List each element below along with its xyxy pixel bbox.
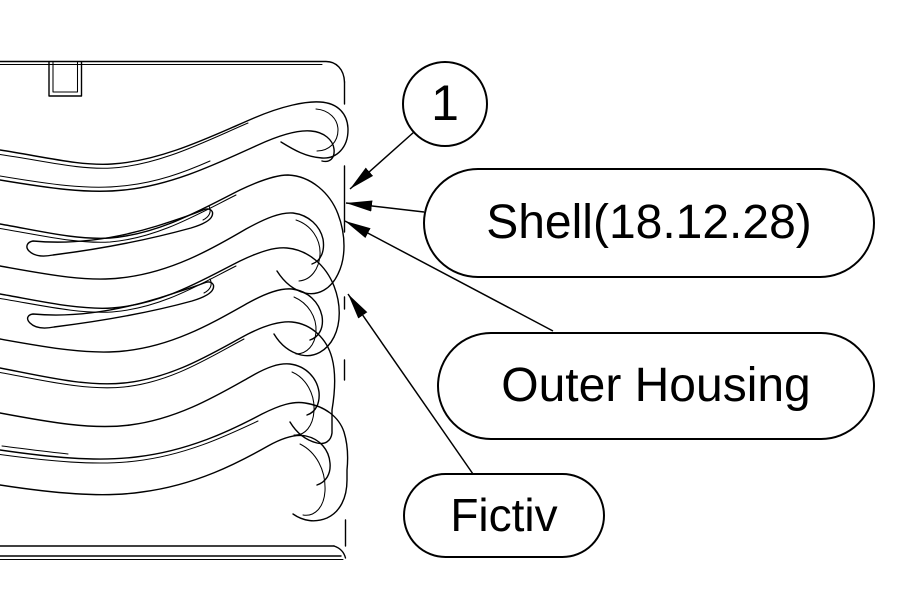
leader-line-fictiv: [347, 293, 474, 475]
leader-line-balloon: [349, 131, 415, 190]
leader-line-outer-housing: [344, 220, 554, 332]
part-base: [0, 545, 347, 561]
callout-shell-text: Shell(18.12.28): [486, 195, 812, 249]
callout-label-shell: Shell(18.12.28): [423, 168, 875, 278]
leader-lines: [344, 131, 554, 475]
balloon-item-number: 1: [402, 61, 488, 147]
part-notch: [48, 61, 83, 97]
callout-fictiv-text: Fictiv: [450, 488, 558, 541]
part-outline: [0, 60, 347, 547]
part-ribs: [0, 101, 349, 522]
callout-outer-housing-text: Outer Housing: [501, 358, 811, 412]
callout-label-fictiv: Fictiv: [403, 473, 605, 558]
balloon-number-text: 1: [431, 75, 459, 131]
leader-line-shell: [345, 200, 425, 213]
callout-label-outer-housing: Outer Housing: [437, 332, 875, 440]
